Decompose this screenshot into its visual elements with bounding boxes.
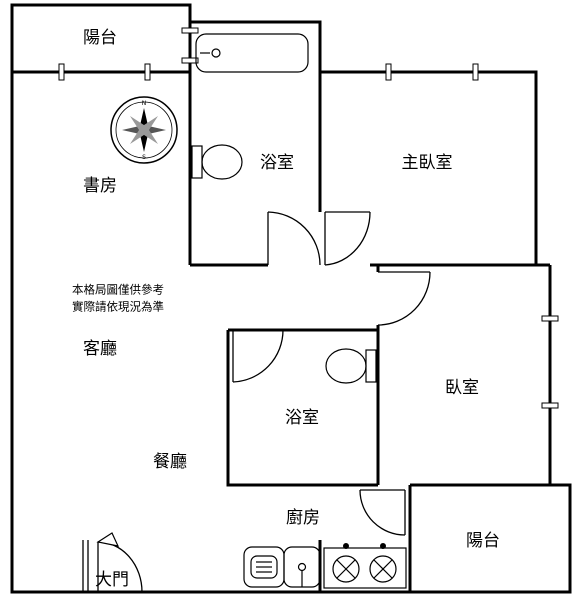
compass-north: N [142, 100, 147, 107]
label-dining-room: 餐廳 [153, 452, 187, 472]
label-balcony-top: 陽台 [83, 28, 117, 48]
fixtures [191, 33, 407, 589]
label-kitchen: 廚房 [286, 507, 320, 528]
toilet-tank-icon [191, 145, 203, 179]
window-marker [181, 27, 199, 34]
label-living-room: 客廳 [83, 339, 117, 359]
outer-wall-top [190, 20, 538, 265]
label-balcony-bottom: 陽台 [466, 531, 500, 551]
toilet-bowl-icon [325, 348, 367, 384]
window-marker [472, 63, 479, 81]
notice-line-1: 本格局圖僅供參考 [72, 283, 164, 297]
door-swing [232, 329, 284, 383]
burner-icon [332, 555, 360, 583]
walls [10, 3, 572, 594]
compass-needle [130, 116, 158, 144]
compass-south: S [142, 154, 146, 161]
outer-wall-left-bottom [10, 72, 410, 594]
dish-rack-inner [250, 555, 278, 579]
toilet-bowl-icon [201, 144, 243, 180]
knob-icon [380, 543, 386, 549]
window-markers [58, 27, 559, 409]
label-bath-top: 浴室 [260, 153, 294, 173]
knob-icon [343, 543, 349, 549]
bathtub-icon [195, 33, 309, 73]
sink-drain [297, 562, 307, 572]
room-labels: 陽台 書房 浴室 主臥室 本格局圖僅供參考 實際請依現況為準 客廳 餐廳 浴室 … [72, 28, 500, 590]
window-marker [181, 57, 199, 64]
notice-line-2: 實際請依現況為準 [72, 300, 164, 314]
arrow-icon [96, 532, 120, 547]
compass-icon: N S [110, 96, 178, 164]
center-bath-wall [226, 330, 378, 487]
window-marker [385, 63, 392, 81]
label-bath-center: 浴室 [285, 408, 319, 428]
label-study: 書房 [83, 176, 117, 196]
window-marker [58, 63, 65, 81]
bathtub-tap [211, 48, 221, 58]
door-swing [267, 211, 321, 266]
burner-cross [336, 559, 356, 579]
door-swing [359, 489, 406, 536]
label-main-door: 大門 [95, 570, 129, 590]
window-marker [144, 63, 151, 81]
door-swing [324, 211, 371, 266]
door-swing [377, 271, 431, 326]
label-master-bedroom: 主臥室 [402, 153, 453, 173]
window-marker [541, 315, 559, 322]
balcony-top-wall [10, 3, 192, 74]
burner-cross [373, 559, 393, 579]
window-marker [541, 402, 559, 409]
burner-icon [369, 555, 397, 583]
doors [82, 211, 431, 593]
balcony-bottom-outline [410, 483, 572, 594]
compass-ring-inner [115, 101, 173, 159]
stove-icon [323, 547, 407, 589]
toilet-tank-icon [365, 349, 377, 383]
label-bedroom: 臥室 [445, 378, 479, 398]
